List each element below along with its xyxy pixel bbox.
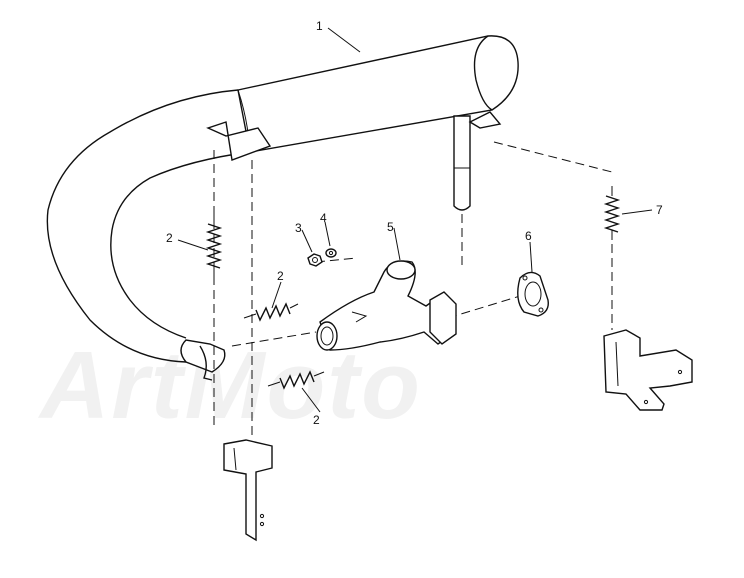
spring-bottom xyxy=(267,370,325,390)
callout-2-left: 2 xyxy=(166,231,173,245)
spring-middle xyxy=(243,302,299,322)
gasket xyxy=(517,271,549,317)
nut xyxy=(307,253,323,267)
leader-lines xyxy=(177,27,653,413)
spring-left xyxy=(205,214,223,276)
muffler xyxy=(46,35,519,381)
callout-4: 4 xyxy=(320,211,327,225)
callout-7: 7 xyxy=(656,203,663,217)
callout-3: 3 xyxy=(295,221,302,235)
alignment-lines xyxy=(213,141,613,440)
spring-right xyxy=(603,186,621,240)
bracket-left xyxy=(223,439,273,542)
callout-2-bottom: 2 xyxy=(313,413,320,427)
watermark: ArtMoto xyxy=(38,332,422,439)
callout-1: 1 xyxy=(316,19,323,33)
bracket-right xyxy=(603,329,693,411)
exhaust-manifold xyxy=(316,260,457,351)
washer xyxy=(325,248,337,258)
callout-5: 5 xyxy=(387,220,394,234)
callout-6: 6 xyxy=(525,229,532,243)
callout-2-middle: 2 xyxy=(277,269,284,283)
